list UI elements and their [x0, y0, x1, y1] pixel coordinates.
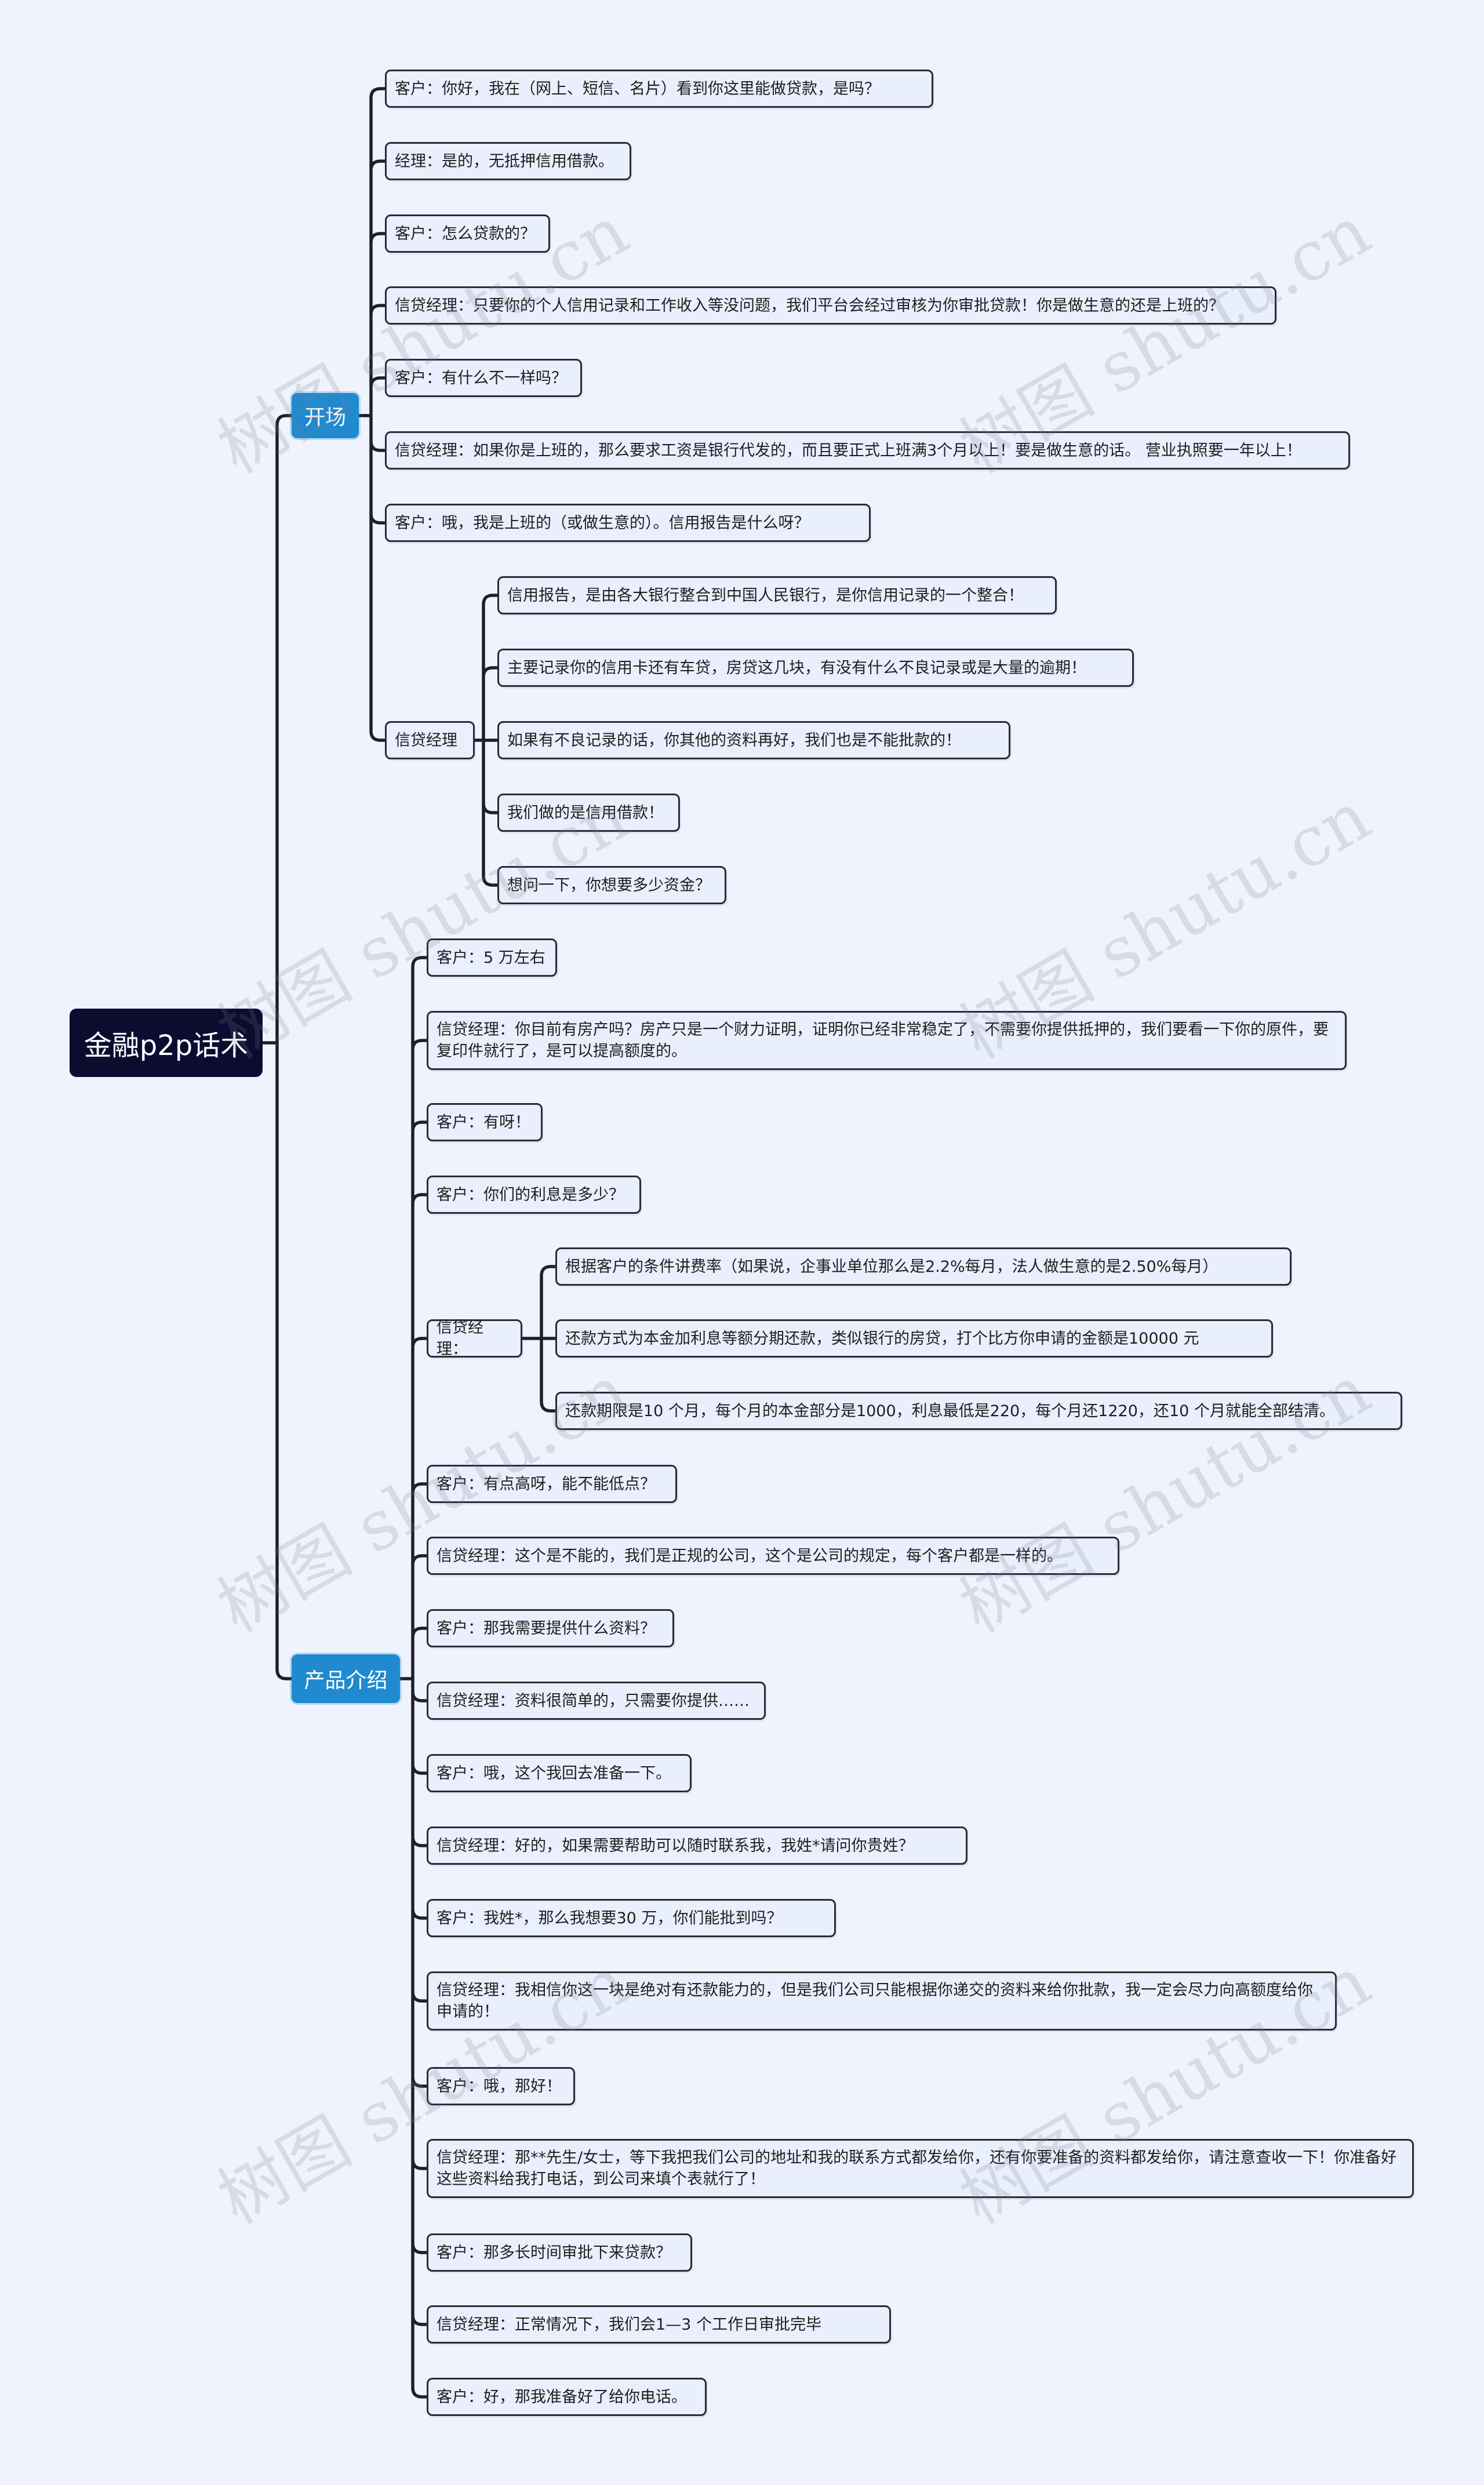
topic-node[interactable]: 客户：怎么贷款的？ — [385, 214, 550, 253]
topic-node-label: 信贷经理： — [437, 1319, 483, 1358]
topic-node[interactable]: 客户：那多长时间审批下来贷款？ — [427, 2233, 692, 2272]
subtopic-node-label: 主要记录你的信用卡还有车贷，房贷这几块，有没有什么不良记录或是大量的逾期！ — [507, 658, 1086, 677]
topic-node-label: 客户：你们的利息是多少？ — [437, 1185, 624, 1204]
subtopic-node[interactable]: 根据客户的条件讲费率（如果说，企事业单位那么是2.2%每月，法人做生意的是2.5… — [555, 1247, 1292, 1286]
subtopic-node-label: 根据客户的条件讲费率（如果说，企事业单位那么是2.2%每月，法人做生意的是2.5… — [565, 1257, 1219, 1276]
root-topic-label: 金融p2p话术 — [83, 1029, 249, 1062]
topic-node[interactable]: 客户：哦，我是上班的（或做生意的）。信用报告是什么呀？ — [385, 504, 871, 542]
subtopic-node[interactable]: 还款期限是10 个月，每个月的本金部分是1000，利息最低是220，每个月还12… — [555, 1392, 1402, 1430]
branch-opening-connector — [357, 87, 387, 742]
topic-node[interactable]: 客户：有什么不一样吗？ — [385, 359, 582, 397]
topic-node-label: 信贷经理：这个是不能的，我们是正规的公司，这个是公司的规定，每个客户都是一样的。 — [437, 1547, 1063, 1565]
product-manager-connector — [521, 1265, 557, 1413]
topic-node[interactable]: 客户：好，那我准备好了给你电话。 — [427, 2378, 707, 2416]
topic-node[interactable]: 客户：你好，我在（网上、短信、名片）看到你这里能做贷款，是吗？ — [385, 70, 933, 108]
topic-node[interactable]: 信贷经理： — [427, 1319, 522, 1358]
topic-node[interactable]: 信贷经理 — [385, 721, 475, 759]
root-topic[interactable]: 金融p2p话术 — [70, 1009, 263, 1077]
topic-node-label: 信贷经理：如果你是上班的，那么要求工资是银行代发的，而且要正式上班满3个月以上！… — [395, 441, 1302, 460]
topic-node-label: 客户：你好，我在（网上、短信、名片）看到你这里能做贷款，是吗？ — [395, 79, 880, 98]
subtopic-node-label: 还款期限是10 个月，每个月的本金部分是1000，利息最低是220，每个月还12… — [565, 1402, 1335, 1420]
subtopic-node[interactable]: 想问一下，你想要多少资金？ — [497, 866, 726, 904]
topic-node-label: 信贷经理：好的，如果需要帮助可以随时联系我，我姓*请问你贵姓？ — [437, 1836, 914, 1855]
branch-product-intro[interactable]: 产品介绍 — [292, 1654, 400, 1703]
topic-node[interactable]: 信贷经理：那**先生/女士，等下我把我们公司的地址和我的联系方式都发给你，还有你… — [427, 2139, 1414, 2198]
topic-node-label: 信贷经理 — [395, 731, 457, 749]
topic-node[interactable]: 经理：是的，无抵押信用借款。 — [385, 142, 631, 180]
subtopic-node-label: 信用报告，是由各大银行整合到中国人民银行，是你信用记录的一个整合！ — [507, 586, 1024, 605]
subtopic-node-label: 我们做的是信用借款！ — [507, 803, 664, 822]
topic-node-label: 客户：我姓*，那么我想要30 万，你们能批到吗？ — [437, 1909, 783, 1927]
topic-node[interactable]: 客户：5 万左右 — [427, 938, 557, 977]
topic-node[interactable]: 信贷经理：好的，如果需要帮助可以随时联系我，我姓*请问你贵姓？ — [427, 1827, 967, 1865]
topic-node-label: 信贷经理：正常情况下，我们会1—3 个工作日审批完毕 — [437, 2315, 821, 2334]
topic-node[interactable]: 信贷经理：只要你的个人信用记录和工作收入等没问题，我们平台会经过审核为你审批贷款… — [385, 286, 1276, 325]
topic-node[interactable]: 信贷经理：资料很简单的，只需要你提供…… — [427, 1682, 766, 1720]
topic-node-label: 客户：那多长时间审批下来贷款？ — [437, 2243, 671, 2262]
topic-node[interactable]: 客户：有呀！ — [427, 1103, 543, 1141]
topic-node[interactable]: 信贷经理：这个是不能的，我们是正规的公司，这个是公司的规定，每个客户都是一样的。 — [427, 1537, 1119, 1575]
subtopic-node-label: 如果有不良记录的话，你其他的资料再好，我们也是不能批款的！ — [507, 731, 961, 749]
topic-node-label: 经理：是的，无抵押信用借款。 — [395, 152, 614, 170]
topic-node-label: 信贷经理：我相信你这一块是绝对有还款能力的，但是我们公司只能根据你递交的资料来给… — [437, 1981, 1313, 2021]
subtopic-node[interactable]: 主要记录你的信用卡还有车贷，房贷这几块，有没有什么不良记录或是大量的逾期！ — [497, 649, 1134, 687]
topic-node-label: 客户：5 万左右 — [437, 948, 545, 967]
subtopic-node-label: 想问一下，你想要多少资金？ — [507, 876, 711, 894]
subtopic-node-label: 还款方式为本金加利息等额分期还款，类似银行的房贷，打个比方你申请的金额是1000… — [565, 1329, 1199, 1348]
subtopic-node[interactable]: 我们做的是信用借款！ — [497, 794, 680, 832]
branch-opening[interactable]: 开场 — [292, 393, 359, 438]
subtopic-node[interactable]: 还款方式为本金加利息等额分期还款，类似银行的房贷，打个比方你申请的金额是1000… — [555, 1319, 1273, 1358]
subtopic-node[interactable]: 信用报告，是由各大银行整合到中国人民银行，是你信用记录的一个整合！ — [497, 576, 1057, 614]
topic-node[interactable]: 信贷经理：你目前有房产吗？房产只是一个财力证明，证明你已经非常稳定了，不需要你提… — [427, 1011, 1347, 1070]
topic-node-label: 客户：怎么贷款的？ — [395, 224, 536, 243]
topic-node-label: 客户：有呀！ — [437, 1113, 530, 1131]
branch-product-intro-label: 产品介绍 — [304, 1669, 388, 1693]
topic-node[interactable]: 客户：有点高呀，能不能低点？ — [427, 1465, 677, 1503]
topic-node-label: 客户：哦，这个我回去准备一下。 — [437, 1764, 671, 1782]
topic-node[interactable]: 客户：哦，这个我回去准备一下。 — [427, 1754, 692, 1792]
topic-node-label: 客户：有点高呀，能不能低点？ — [437, 1475, 656, 1493]
topic-node[interactable]: 客户：那我需要提供什么资料？ — [427, 1609, 674, 1647]
topic-node-label: 信贷经理：只要你的个人信用记录和工作收入等没问题，我们平台会经过审核为你审批贷款… — [395, 296, 1224, 315]
topic-node-label: 信贷经理：你目前有房产吗？房产只是一个财力证明，证明你已经非常稳定了，不需要你提… — [437, 1021, 1329, 1060]
branch-opening-label: 开场 — [304, 406, 346, 430]
topic-node[interactable]: 客户：哦，那好！ — [427, 2067, 575, 2105]
topic-node-label: 客户：哦，我是上班的（或做生意的）。信用报告是什么呀？ — [395, 514, 810, 532]
topic-node-label: 信贷经理：资料很简单的，只需要你提供…… — [437, 1691, 750, 1710]
topic-node[interactable]: 客户：你们的利息是多少？ — [427, 1176, 641, 1214]
topic-node-label: 信贷经理：那**先生/女士，等下我把我们公司的地址和我的联系方式都发给你，还有你… — [437, 2149, 1397, 2188]
topic-node[interactable]: 信贷经理：如果你是上班的，那么要求工资是银行代发的，而且要正式上班满3个月以上！… — [385, 431, 1350, 470]
topic-node-label: 客户：有什么不一样吗？ — [395, 369, 567, 387]
topic-node[interactable]: 信贷经理：正常情况下，我们会1—3 个工作日审批完毕 — [427, 2305, 891, 2344]
branch-product-connector — [398, 956, 428, 2399]
topic-node-label: 客户：哦，那好！ — [437, 2077, 562, 2095]
subtopic-node[interactable]: 如果有不良记录的话，你其他的资料再好，我们也是不能批款的！ — [497, 721, 1010, 759]
topic-node-label: 客户：那我需要提供什么资料？ — [437, 1619, 656, 1638]
topic-node[interactable]: 信贷经理：我相信你这一块是绝对有还款能力的，但是我们公司只能根据你递交的资料来给… — [427, 1971, 1337, 2031]
opening-manager-connector — [473, 594, 499, 887]
topic-node-label: 客户：好，那我准备好了给你电话。 — [437, 2388, 687, 2406]
topic-node[interactable]: 客户：我姓*，那么我想要30 万，你们能批到吗？ — [427, 1899, 836, 1937]
root-connector — [261, 414, 293, 1680]
